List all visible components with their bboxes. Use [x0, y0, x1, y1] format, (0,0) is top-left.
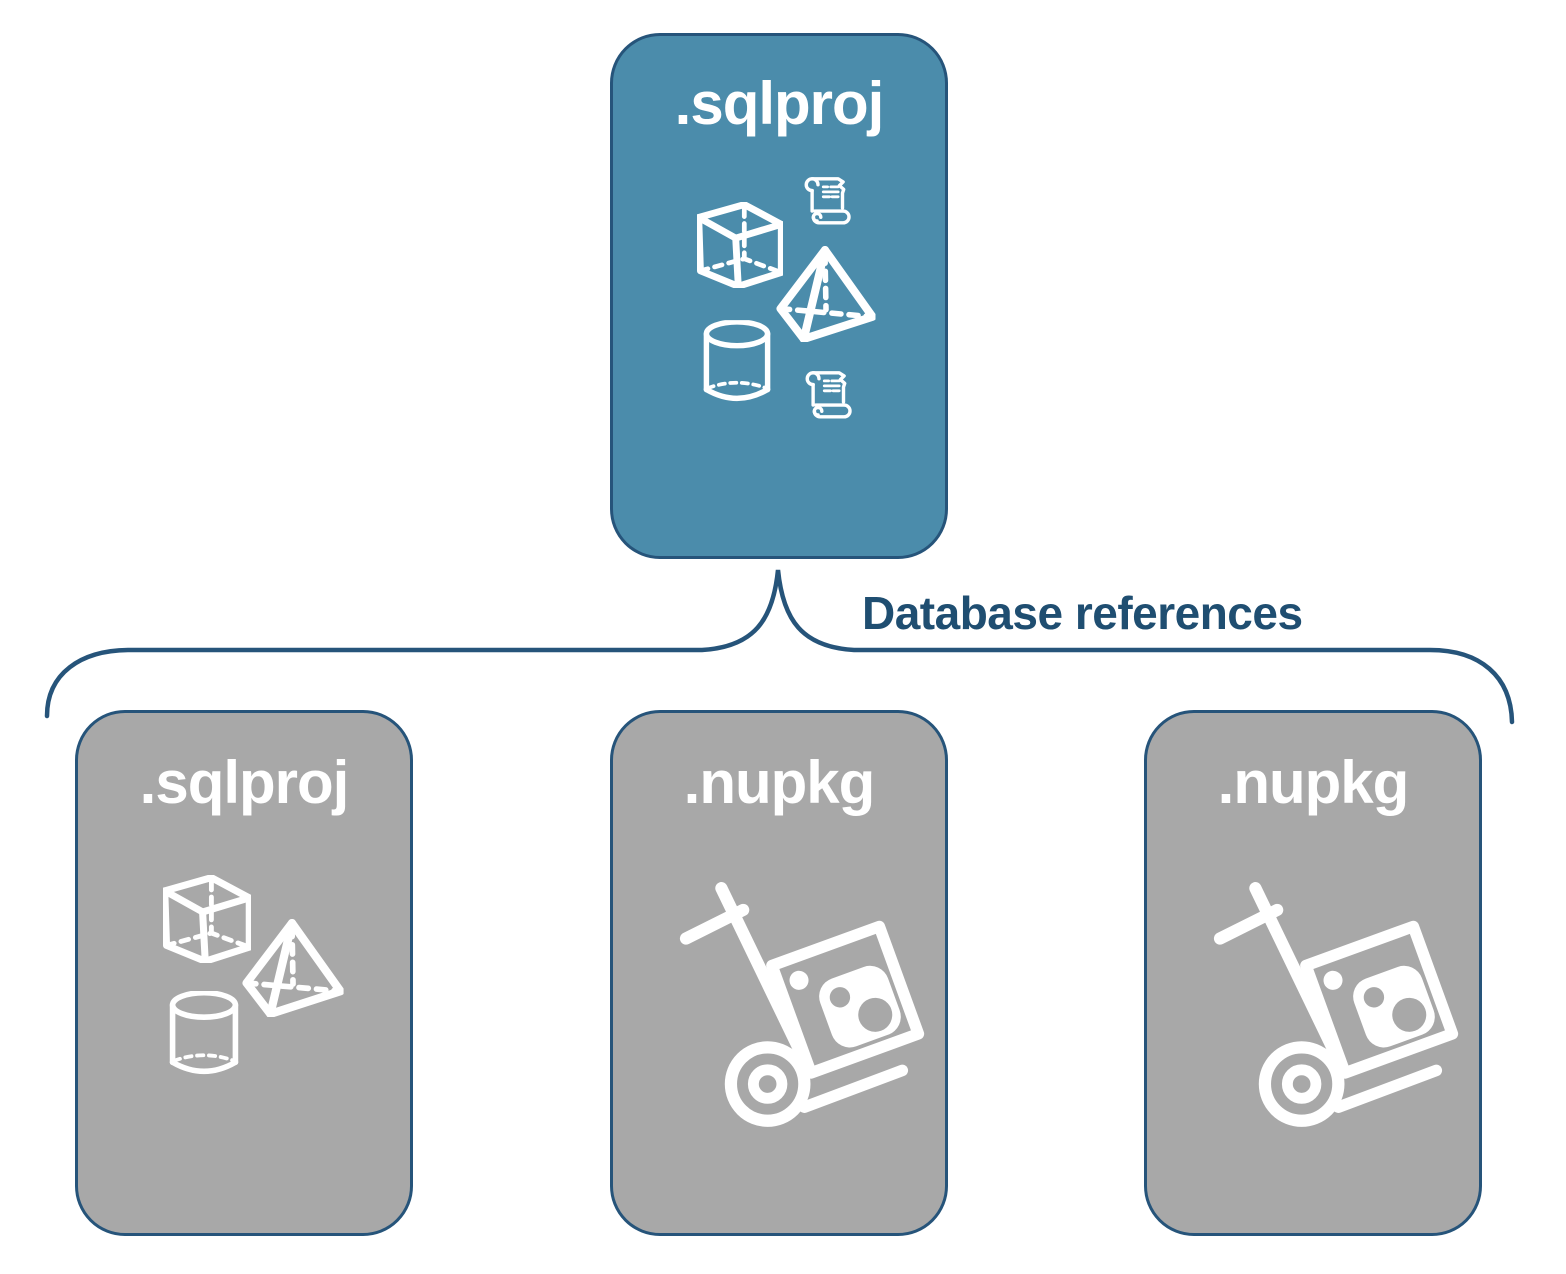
root-box-sqlproj: .sqlproj: [610, 33, 948, 559]
pyramid-icon: [240, 919, 344, 1017]
child-box-title: .sqlproj: [139, 749, 350, 816]
child-box-nupkg: .nupkg: [1144, 710, 1482, 1236]
cylinder-icon: [703, 319, 771, 407]
cube-icon: [163, 875, 251, 963]
edge-label: Database references: [862, 587, 1303, 639]
child-box-title: .nupkg: [683, 749, 876, 816]
child-box-title: .nupkg: [1217, 749, 1410, 816]
pyramid-icon: [771, 246, 879, 342]
nuget-handtruck-icon: [1201, 861, 1473, 1133]
child-box-sqlproj: .sqlproj: [75, 710, 413, 1236]
child-box-nupkg: .nupkg: [610, 710, 948, 1236]
scroll-icon: [796, 172, 858, 234]
nuget-handtruck-icon: [667, 861, 939, 1133]
root-box-title: .sqlproj: [674, 70, 885, 137]
scroll-icon: [797, 366, 859, 428]
cylinder-icon: [169, 991, 239, 1079]
